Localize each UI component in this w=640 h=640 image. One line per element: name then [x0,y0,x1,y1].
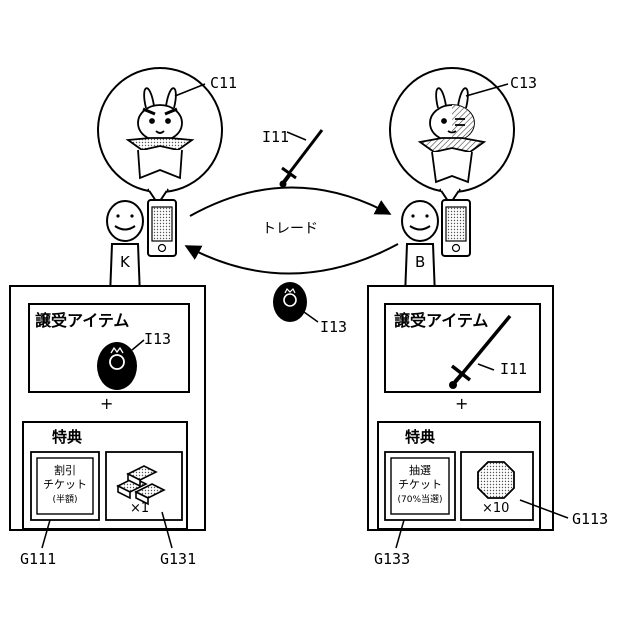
label-c13: C13 [510,76,537,91]
left-ticket-line2: チケット [39,478,91,492]
octagon-coin-icon [478,462,514,498]
label-g113: G113 [572,512,608,527]
label-g131: G131 [160,552,196,567]
label-i11-top: I11 [262,130,289,145]
user-k-tag: K [120,255,130,270]
label-i11-box: I11 [500,362,527,377]
user-b-figure [402,201,438,296]
phone-k [148,200,176,256]
label-i13-mid: I13 [320,320,347,335]
user-k-figure [107,201,143,296]
left-item-box-title: 譲受アイテム [35,313,129,329]
right-item-box-title: 譲受アイテム [394,313,488,329]
label-i13-box: I13 [144,332,171,347]
label-g111: G111 [20,552,56,567]
right-ticket-note: (70%当選) [391,495,449,506]
right-ticket-line2: チケット [391,478,449,492]
user-b-tag: B [415,255,425,270]
orb-item-i13-mid [273,282,318,322]
label-g133: G133 [374,552,410,567]
label-c11: C11 [210,76,237,91]
phone-b [442,200,470,256]
left-ticket-note: (半額) [39,495,91,506]
left-plus-sign: + [100,396,113,412]
left-bonus-count: ×1 [130,502,149,515]
right-bonus-count: ×10 [482,502,509,515]
trade-label: トレード [262,222,318,236]
left-bonus-title: 特典 [52,430,82,445]
right-plus-sign: + [455,396,468,412]
right-ticket-line1: 抽選 [391,464,449,478]
left-ticket-line1: 割引 [39,464,91,478]
right-bonus-title: 特典 [405,430,435,445]
